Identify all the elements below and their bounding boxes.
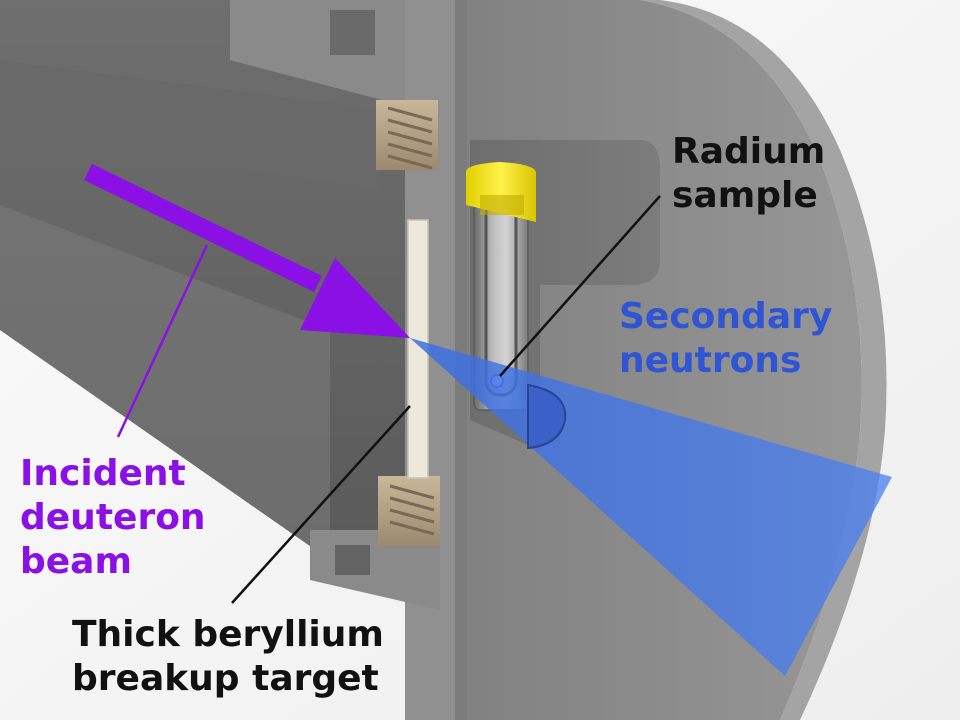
deuteron-beam-label: Incident deuteron beam [20,452,206,584]
target-label-line2: breakup target [72,658,379,699]
beam-label-line1: Incident [20,453,186,494]
lower-slot [335,545,370,575]
upper-bolt [376,100,438,170]
radium-label-line1: Radium [672,131,826,172]
radium-sample-label: Radium sample [672,130,825,218]
neutrons-label-line1: Secondary [619,296,833,337]
detector-window [527,383,567,450]
radium-leader-line [499,195,661,377]
target-leader-line [231,405,411,604]
neutrons-label-line2: neutrons [619,340,802,381]
beam-label-line3: beam [20,541,132,582]
beam-tube-wall-upper [0,60,380,190]
lower-bolt [378,476,440,546]
deuteron-beam-arrow [84,163,410,338]
beam-tube-wall-lower [0,205,330,560]
secondary-neutrons-label: Secondary neutrons [619,295,832,383]
upper-slot [330,10,375,55]
beam-label-line2: deuteron [20,497,206,538]
sample-cap [466,162,536,222]
target-label-line1: Thick beryllium [72,614,384,655]
beryllium-target-label: Thick beryllium breakup target [72,613,384,701]
beam-leader-line [116,244,209,438]
radium-label-line2: sample [672,175,818,216]
